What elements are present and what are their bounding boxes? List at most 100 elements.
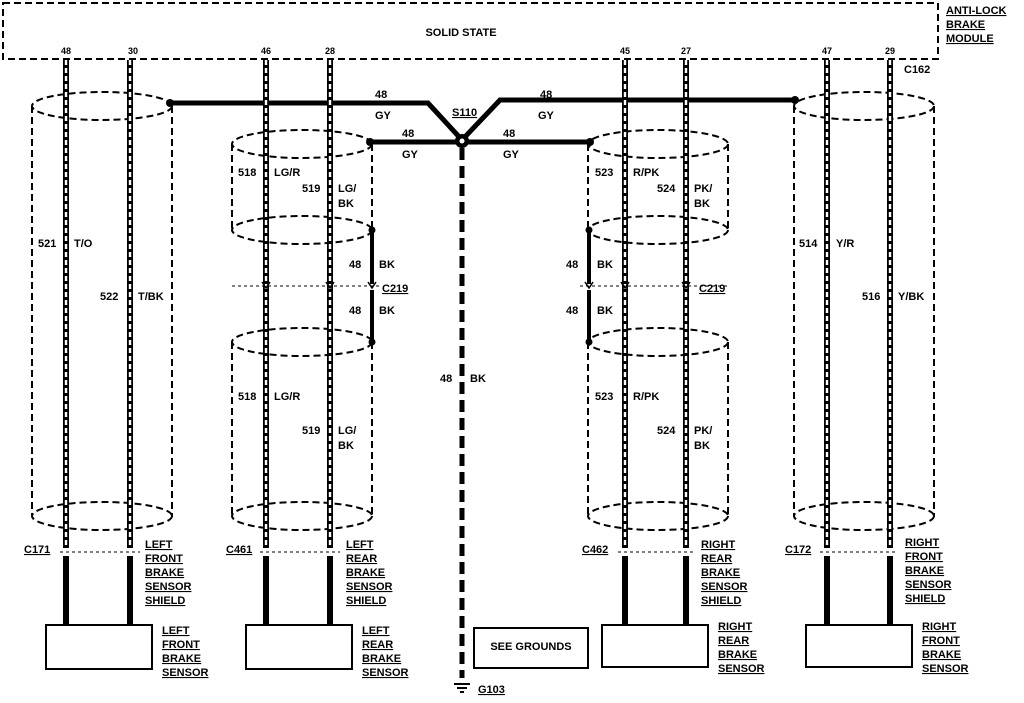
module-title: SOLID STATE (425, 27, 496, 39)
wire-color-label: R/PK (633, 391, 659, 403)
sensor-box-lf (45, 624, 153, 670)
connector-c219-right-label: C219 (699, 283, 725, 295)
pin-label: 27 (681, 46, 691, 56)
wire-num-label: 521 (38, 238, 56, 250)
pin-label: 28 (325, 46, 335, 56)
svg-text:SENSOR: SENSOR (905, 579, 952, 591)
wire-color-label: Y/BK (898, 291, 924, 303)
wire-color-label: PK/ (694, 425, 712, 437)
wire-color-label: BK (338, 198, 354, 210)
wire-color-label: BK (694, 440, 710, 452)
pin-label: 47 (822, 46, 832, 56)
connector-c219-left-label: C219 (382, 283, 408, 295)
see-grounds-box (473, 627, 589, 669)
svg-text:REAR: REAR (346, 553, 377, 565)
svg-text:SENSOR: SENSOR (162, 667, 209, 679)
wire-color-label: BK (597, 259, 613, 271)
svg-text:SHIELD: SHIELD (701, 595, 741, 607)
wire-num-label: 522 (100, 291, 118, 303)
wire-color-label: LG/ (338, 183, 356, 195)
svg-text:SHIELD: SHIELD (346, 595, 386, 607)
connector-c172-label: C172 (785, 544, 811, 556)
shield-labels: LEFT FRONT BRAKE SENSOR SHIELD LEFT REAR… (145, 537, 952, 607)
sensor-label-lr: LEFT (362, 625, 390, 637)
svg-text:SENSOR: SENSOR (362, 667, 409, 679)
wire-color-label: GY (402, 149, 419, 161)
sensors: LEFT FRONT BRAKE SENSOR LEFT REAR BRAKE … (45, 621, 969, 679)
wire-num-label: 518 (238, 167, 256, 179)
shield-junction-dot (791, 96, 799, 104)
svg-text:REAR: REAR (701, 553, 732, 565)
svg-text:BRAKE: BRAKE (145, 567, 184, 579)
connector-c461-label: C461 (226, 544, 252, 556)
sensor-box-rf (805, 624, 913, 668)
wire-color-label: R/PK (633, 167, 659, 179)
ground-symbol-icon (454, 683, 470, 693)
pin-label: 46 (261, 46, 271, 56)
wire-num-label: 48 (503, 128, 515, 140)
module-name-line-1: ANTI-LOCK (946, 5, 1007, 17)
svg-text:BRAKE: BRAKE (346, 567, 385, 579)
wire-color-label: LG/ (338, 425, 356, 437)
see-grounds-label: SEE GROUNDS (490, 641, 571, 653)
sensor-label-rf: RIGHT (922, 621, 957, 633)
connector-c219-left (232, 281, 380, 290)
shield-label-rr: RIGHT (701, 539, 736, 551)
wire-color-label: PK/ (694, 183, 712, 195)
wire-num-label: 48 (540, 89, 552, 101)
wire-color-label: BK (694, 198, 710, 210)
svg-text:FRONT: FRONT (905, 551, 943, 563)
wire-num-label: 48 (566, 259, 578, 271)
sensor-label-lf: LEFT (162, 625, 190, 637)
svg-text:BRAKE: BRAKE (922, 649, 961, 661)
shield-label-lf: LEFT (145, 539, 173, 551)
svg-text:SHIELD: SHIELD (905, 593, 945, 605)
wire-num-label: 516 (862, 291, 880, 303)
wire-color-label: LG/R (274, 391, 300, 403)
svg-text:REAR: REAR (718, 635, 749, 647)
shield-label-lr: LEFT (346, 539, 374, 551)
wire-num-label: 514 (799, 238, 818, 250)
pin-label: 48 (61, 46, 71, 56)
module-outline (2, 2, 939, 60)
wire-num-label: 524 (657, 425, 676, 437)
wire-color-label: GY (538, 110, 555, 122)
abs-module: SOLID STATE ANTI-LOCK BRAKE MODULE 48 30… (2, 2, 1007, 76)
svg-text:BRAKE: BRAKE (362, 653, 401, 665)
module-name-line-2: BRAKE (946, 19, 985, 31)
bottom-connectors: C171 C461 C462 C172 (24, 544, 898, 625)
wire-color-label: BK (379, 259, 395, 271)
svg-text:SHIELD: SHIELD (145, 595, 185, 607)
svg-text:REAR: REAR (362, 639, 393, 651)
svg-text:SENSOR: SENSOR (718, 663, 765, 675)
wire-color-label: LG/R (274, 167, 300, 179)
wire-color-label: Y/R (836, 238, 854, 250)
wire-num-label: 523 (595, 167, 613, 179)
pin-label: 45 (620, 46, 630, 56)
connector-c462-label: C462 (582, 544, 608, 556)
svg-text:BRAKE: BRAKE (162, 653, 201, 665)
wire-num-label: 524 (657, 183, 676, 195)
pin-label: 29 (885, 46, 895, 56)
sensor-label-rr: RIGHT (718, 621, 753, 633)
svg-text:FRONT: FRONT (162, 639, 200, 651)
shield-label-rf: RIGHT (905, 537, 940, 549)
ground-wire-num: 48 (440, 373, 452, 385)
wire-num-label: 48 (566, 305, 578, 317)
svg-text:BRAKE: BRAKE (718, 649, 757, 661)
wire-color-label: BK (379, 305, 395, 317)
wire-color-label: BK (338, 440, 354, 452)
svg-text:SENSOR: SENSOR (145, 581, 192, 593)
wire-color-label: GY (375, 110, 392, 122)
splice-s110-label: S110 (452, 107, 477, 119)
wire-num-label: 523 (595, 391, 613, 403)
wire-num-label: 48 (349, 259, 361, 271)
shield-cylinders (31, 91, 935, 531)
wire-num-label: 518 (238, 391, 256, 403)
svg-text:BRAKE: BRAKE (701, 567, 740, 579)
connector-c171-label: C171 (24, 544, 50, 556)
sensor-box-rr (601, 624, 709, 668)
ground-wire-color: BK (470, 373, 486, 385)
signal-wires: 521 T/O 522 T/BK 518 LG/R 519 LG/ BK 518… (38, 60, 924, 548)
